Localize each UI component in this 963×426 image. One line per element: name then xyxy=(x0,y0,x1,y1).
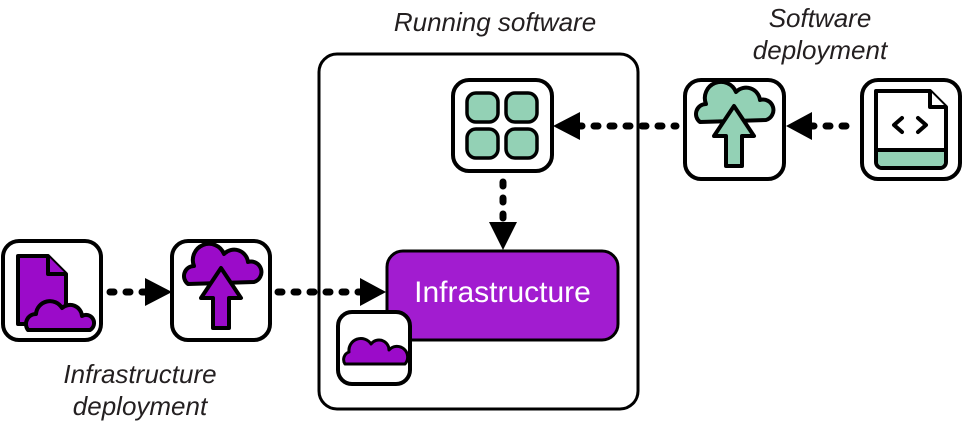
arrowhead xyxy=(145,278,172,306)
infrastructure-box xyxy=(385,249,620,342)
infrastructure-deployment-label-line1: Infrastructure xyxy=(63,359,217,389)
infra-source-node xyxy=(1,239,103,342)
cloud-upload-icon xyxy=(182,241,264,330)
infra-deploy-node xyxy=(170,239,272,342)
arrowhead xyxy=(489,222,517,250)
infra-cloud-node xyxy=(336,310,412,386)
software-deploy-node xyxy=(683,78,786,181)
cloud-icon xyxy=(342,337,410,366)
app-grid-icon xyxy=(465,91,539,160)
app-node xyxy=(451,78,554,173)
code-file-icon xyxy=(874,89,948,170)
arrowhead xyxy=(553,112,580,140)
document-cloud-icon xyxy=(16,254,97,332)
arrowhead xyxy=(786,112,812,140)
software-deployment-label-line2: deployment xyxy=(752,35,888,65)
running-software-label: Running software xyxy=(393,7,597,37)
infrastructure-deployment-label-line2: deployment xyxy=(72,391,208,421)
software-deployment-label-line1: Software xyxy=(768,3,872,33)
infrastructure-box-label: Infrastructure xyxy=(414,276,591,309)
arrowhead xyxy=(360,278,386,306)
software-source-node xyxy=(860,78,962,181)
cloud-upload-icon xyxy=(694,79,776,168)
